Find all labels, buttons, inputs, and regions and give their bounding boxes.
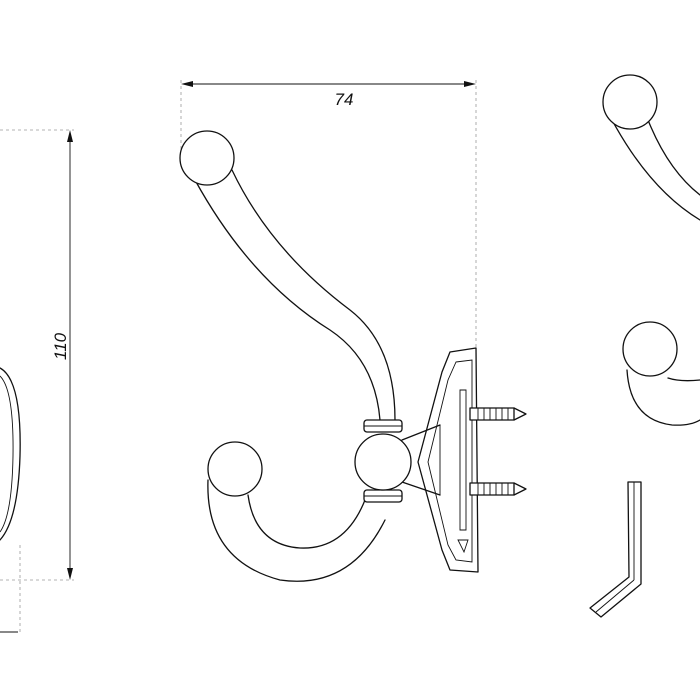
height-dimension: 110 (51, 130, 73, 580)
center-ball (354, 433, 412, 491)
height-dimension-label: 110 (51, 332, 70, 360)
width-dimension-label: 74 (335, 90, 354, 109)
screw-icon (469, 407, 527, 421)
hex-key-icon (589, 481, 642, 618)
lower-knob (207, 441, 263, 497)
wall-plate (417, 347, 479, 573)
right-partial-view (602, 74, 700, 426)
screw-icon (469, 482, 527, 496)
width-dimension: 74 (180, 80, 477, 350)
upper-knob (179, 130, 235, 186)
front-view-hook (179, 130, 441, 582)
lower-knob-right (622, 321, 678, 377)
left-partial-view (0, 129, 74, 635)
upper-knob-right (602, 74, 658, 130)
